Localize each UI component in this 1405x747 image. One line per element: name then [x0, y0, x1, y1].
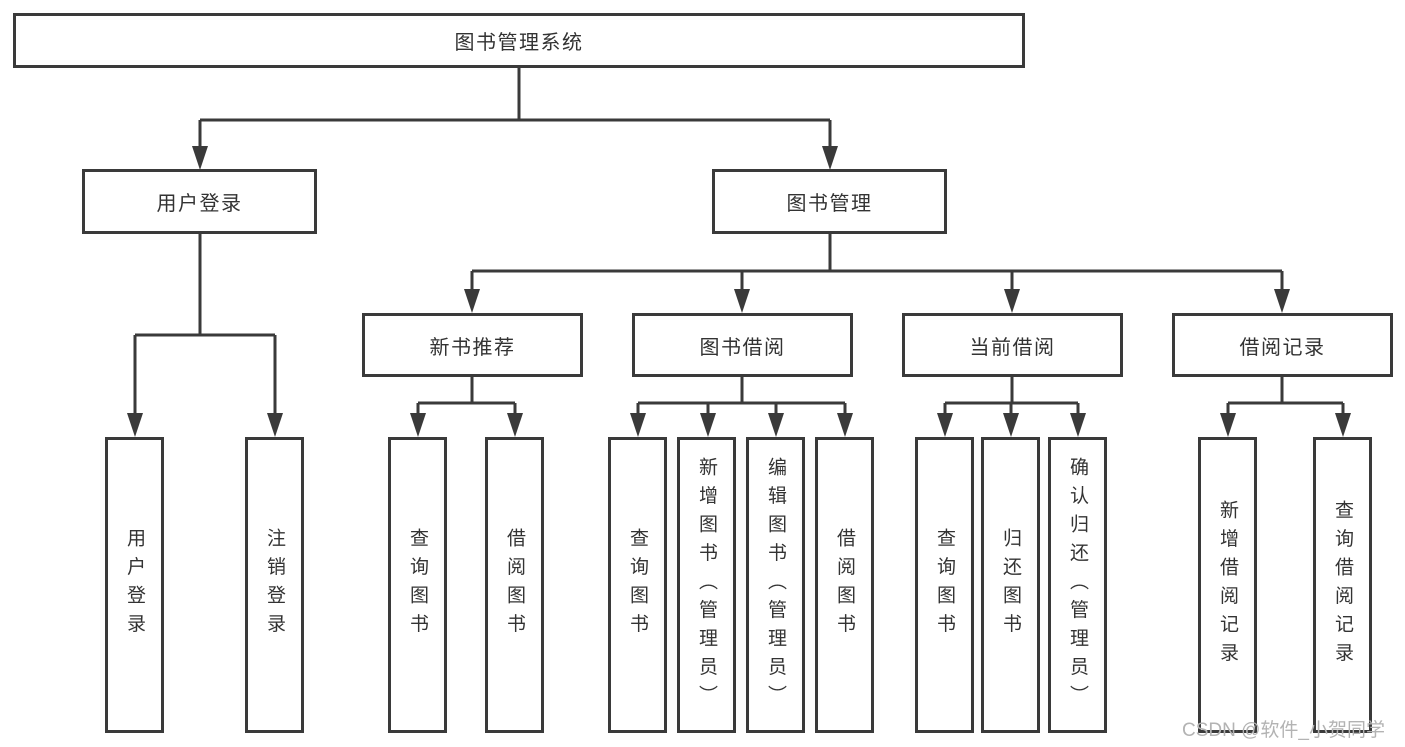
leaf-add-books-admin: 新增图书（管理员）: [677, 437, 736, 733]
connector-root-to-level2: [192, 68, 838, 170]
leaf-confirm-return-admin: 确认归还（管理员）: [1048, 437, 1107, 733]
node-new-book-recommend-label: 新书推荐: [429, 336, 516, 359]
leaf-edit-books-admin: 编辑图书（管理员）: [746, 437, 805, 733]
leaf-confirm-return-admin-label: 确认归还（管理员）: [1067, 456, 1088, 714]
node-new-book-recommend: 新书推荐: [362, 313, 583, 377]
connector-newbooks-to-leaves: [410, 377, 523, 437]
leaf-query-borrow-record-label: 查询借阅记录: [1332, 499, 1353, 671]
node-book-management-label: 图书管理: [786, 193, 873, 215]
leaf-borrow-books: 借阅图书: [815, 437, 874, 733]
leaf-user-login: 用户登录: [105, 437, 164, 733]
leaf-current-query-books: 查询图书: [915, 437, 974, 733]
node-book-borrowing-label: 图书借阅: [699, 336, 786, 359]
leaf-newbooks-borrow-books-label: 借阅图书: [504, 528, 525, 642]
node-library-system: 图书管理系统: [13, 13, 1025, 68]
leaf-newbooks-borrow-books: 借阅图书: [485, 437, 544, 733]
node-book-management: 图书管理: [712, 169, 947, 234]
connector-userlogin-to-leaves: [127, 234, 283, 437]
connector-bookborrow-to-leaves: [630, 377, 853, 437]
leaf-add-borrow-record-label: 新增借阅记录: [1217, 499, 1238, 671]
connector-currentborrow-to-leaves: [937, 377, 1086, 437]
leaf-add-books-admin-label: 新增图书（管理员）: [696, 456, 717, 714]
leaf-user-login-label: 用户登录: [124, 528, 145, 642]
leaf-add-borrow-record: 新增借阅记录: [1198, 437, 1257, 733]
node-user-login-label: 用户登录: [156, 193, 243, 215]
leaf-newbooks-query-books: 查询图书: [388, 437, 447, 733]
connector-bookmgmt-to-level3: [464, 234, 1290, 313]
csdn-watermark: CSDN @软件_小贺同学: [1182, 720, 1385, 741]
node-borrowing-records-label: 借阅记录: [1239, 336, 1326, 359]
node-user-login: 用户登录: [82, 169, 317, 234]
leaf-logout-label: 注销登录: [264, 528, 285, 642]
leaf-logout: 注销登录: [245, 437, 304, 733]
leaf-return-books: 归还图书: [981, 437, 1040, 733]
node-book-borrowing: 图书借阅: [632, 313, 853, 377]
leaf-borrow-query-books-label: 查询图书: [627, 528, 648, 642]
leaf-borrow-books-label: 借阅图书: [834, 528, 855, 642]
leaf-edit-books-admin-label: 编辑图书（管理员）: [765, 456, 786, 714]
node-current-borrowing-label: 当前借阅: [969, 336, 1056, 359]
leaf-current-query-books-label: 查询图书: [934, 528, 955, 642]
node-library-system-label: 图书管理系统: [454, 32, 584, 54]
leaf-newbooks-query-books-label: 查询图书: [407, 528, 428, 642]
leaf-query-borrow-record: 查询借阅记录: [1313, 437, 1372, 733]
node-current-borrowing: 当前借阅: [902, 313, 1123, 377]
node-borrowing-records: 借阅记录: [1172, 313, 1393, 377]
connector-borrowrecords-to-leaves: [1220, 377, 1351, 437]
leaf-return-books-label: 归还图书: [1000, 528, 1021, 642]
leaf-borrow-query-books: 查询图书: [608, 437, 667, 733]
